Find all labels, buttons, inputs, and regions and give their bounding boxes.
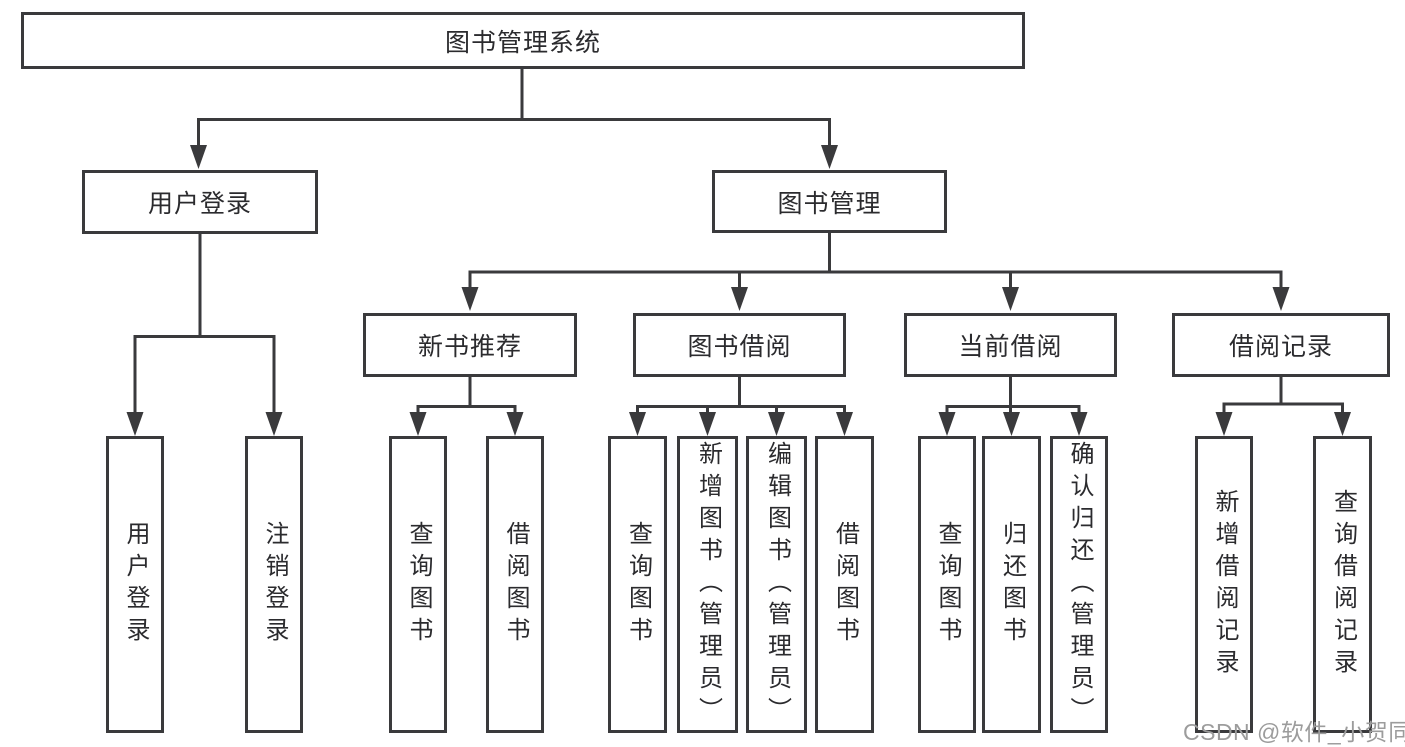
arrowhead-down — [1272, 287, 1290, 311]
connector-user-login-to-children — [133, 234, 276, 414]
arrowhead-down — [1070, 412, 1088, 436]
node-new-book-recommend-label: 新书推荐 — [417, 333, 522, 361]
leaf-query-books-recommend-label: 查询图书 — [405, 520, 432, 649]
arrowhead-down — [821, 145, 838, 169]
leaf-user-login-label: 用户登录 — [122, 520, 149, 649]
arrowhead-down — [768, 412, 785, 436]
arrowhead-down — [1003, 412, 1020, 436]
leaf-add-books-admin-label: 新增图书（管理员） — [694, 440, 722, 729]
arrowhead-down — [126, 412, 144, 436]
arrowhead-down — [1334, 412, 1351, 436]
node-new-book-recommend: 新书推荐 — [363, 313, 577, 377]
connector-current-borrowing-to-children — [945, 377, 1081, 414]
connector-book-management-to-level3 — [468, 233, 1283, 289]
leaf-logout-label: 注销登录 — [261, 520, 288, 649]
leaf-confirm-return-admin: 确认归还（管理员） — [1050, 436, 1108, 733]
node-root-system: 图书管理系统 — [21, 12, 1025, 69]
node-book-borrowing: 图书借阅 — [633, 313, 846, 377]
arrowhead-down — [506, 412, 524, 436]
node-user-login: 用户登录 — [82, 170, 318, 234]
arrowhead-down — [731, 287, 748, 311]
connector-book-borrowing-to-children — [636, 377, 846, 414]
leaf-confirm-return-admin-label: 确认归还（管理员） — [1066, 440, 1093, 729]
connector-borrow-records-to-children — [1222, 377, 1344, 414]
arrowhead-down — [265, 412, 283, 436]
node-book-borrowing-label: 图书借阅 — [687, 333, 792, 361]
leaf-borrow-books-recommend-label: 借阅图书 — [502, 520, 529, 649]
leaf-add-books-admin: 新增图书（管理员） — [677, 436, 738, 733]
arrowhead-down — [836, 412, 853, 436]
node-user-login-label: 用户登录 — [147, 190, 252, 218]
leaf-logout: 注销登录 — [245, 436, 303, 733]
watermark: CSDN @软件_小贺同学 — [1183, 719, 1405, 745]
leaf-query-borrow-record-label: 查询借阅记录 — [1329, 488, 1357, 681]
arrowhead-down — [629, 412, 646, 436]
arrowhead-down — [699, 412, 716, 436]
node-current-borrowing-label: 当前借阅 — [958, 333, 1063, 361]
leaf-edit-books-admin: 编辑图书（管理员） — [746, 436, 807, 733]
leaf-return-books-label: 归还图书 — [998, 520, 1026, 649]
arrowhead-down — [409, 412, 427, 436]
leaf-edit-books-admin-label: 编辑图书（管理员） — [763, 440, 791, 729]
leaf-borrow-books-borrowing-label: 借阅图书 — [831, 520, 859, 649]
leaf-query-books-current-label: 查询图书 — [934, 520, 961, 649]
arrowhead-down — [190, 145, 207, 169]
leaf-add-borrow-record: 新增借阅记录 — [1195, 436, 1253, 733]
leaf-query-books-current: 查询图书 — [918, 436, 976, 733]
node-book-management-label: 图书管理 — [777, 189, 882, 218]
leaf-query-borrow-record: 查询借阅记录 — [1313, 436, 1372, 733]
leaf-borrow-books-borrowing: 借阅图书 — [815, 436, 874, 733]
leaf-borrow-books-recommend: 借阅图书 — [486, 436, 544, 733]
leaf-query-books-borrowing: 查询图书 — [608, 436, 667, 733]
arrowhead-down — [1002, 287, 1019, 311]
connector-root-to-level2 — [197, 69, 831, 147]
arrowhead-down — [1215, 412, 1233, 436]
leaf-query-books-borrowing-label: 查询图书 — [624, 520, 652, 649]
node-root-system-label: 图书管理系统 — [444, 28, 601, 57]
node-book-management: 图书管理 — [712, 170, 947, 233]
arrowhead-down — [938, 412, 956, 436]
connector-new-book-recommend-to-children — [416, 377, 517, 414]
leaf-add-borrow-record-label: 新增借阅记录 — [1211, 488, 1238, 681]
node-borrow-records-label: 借阅记录 — [1228, 333, 1333, 361]
arrowhead-down — [461, 287, 479, 311]
leaf-user-login: 用户登录 — [106, 436, 164, 733]
node-borrow-records: 借阅记录 — [1172, 313, 1390, 377]
node-current-borrowing: 当前借阅 — [904, 313, 1117, 377]
leaf-return-books: 归还图书 — [982, 436, 1041, 733]
leaf-query-books-recommend: 查询图书 — [389, 436, 447, 733]
